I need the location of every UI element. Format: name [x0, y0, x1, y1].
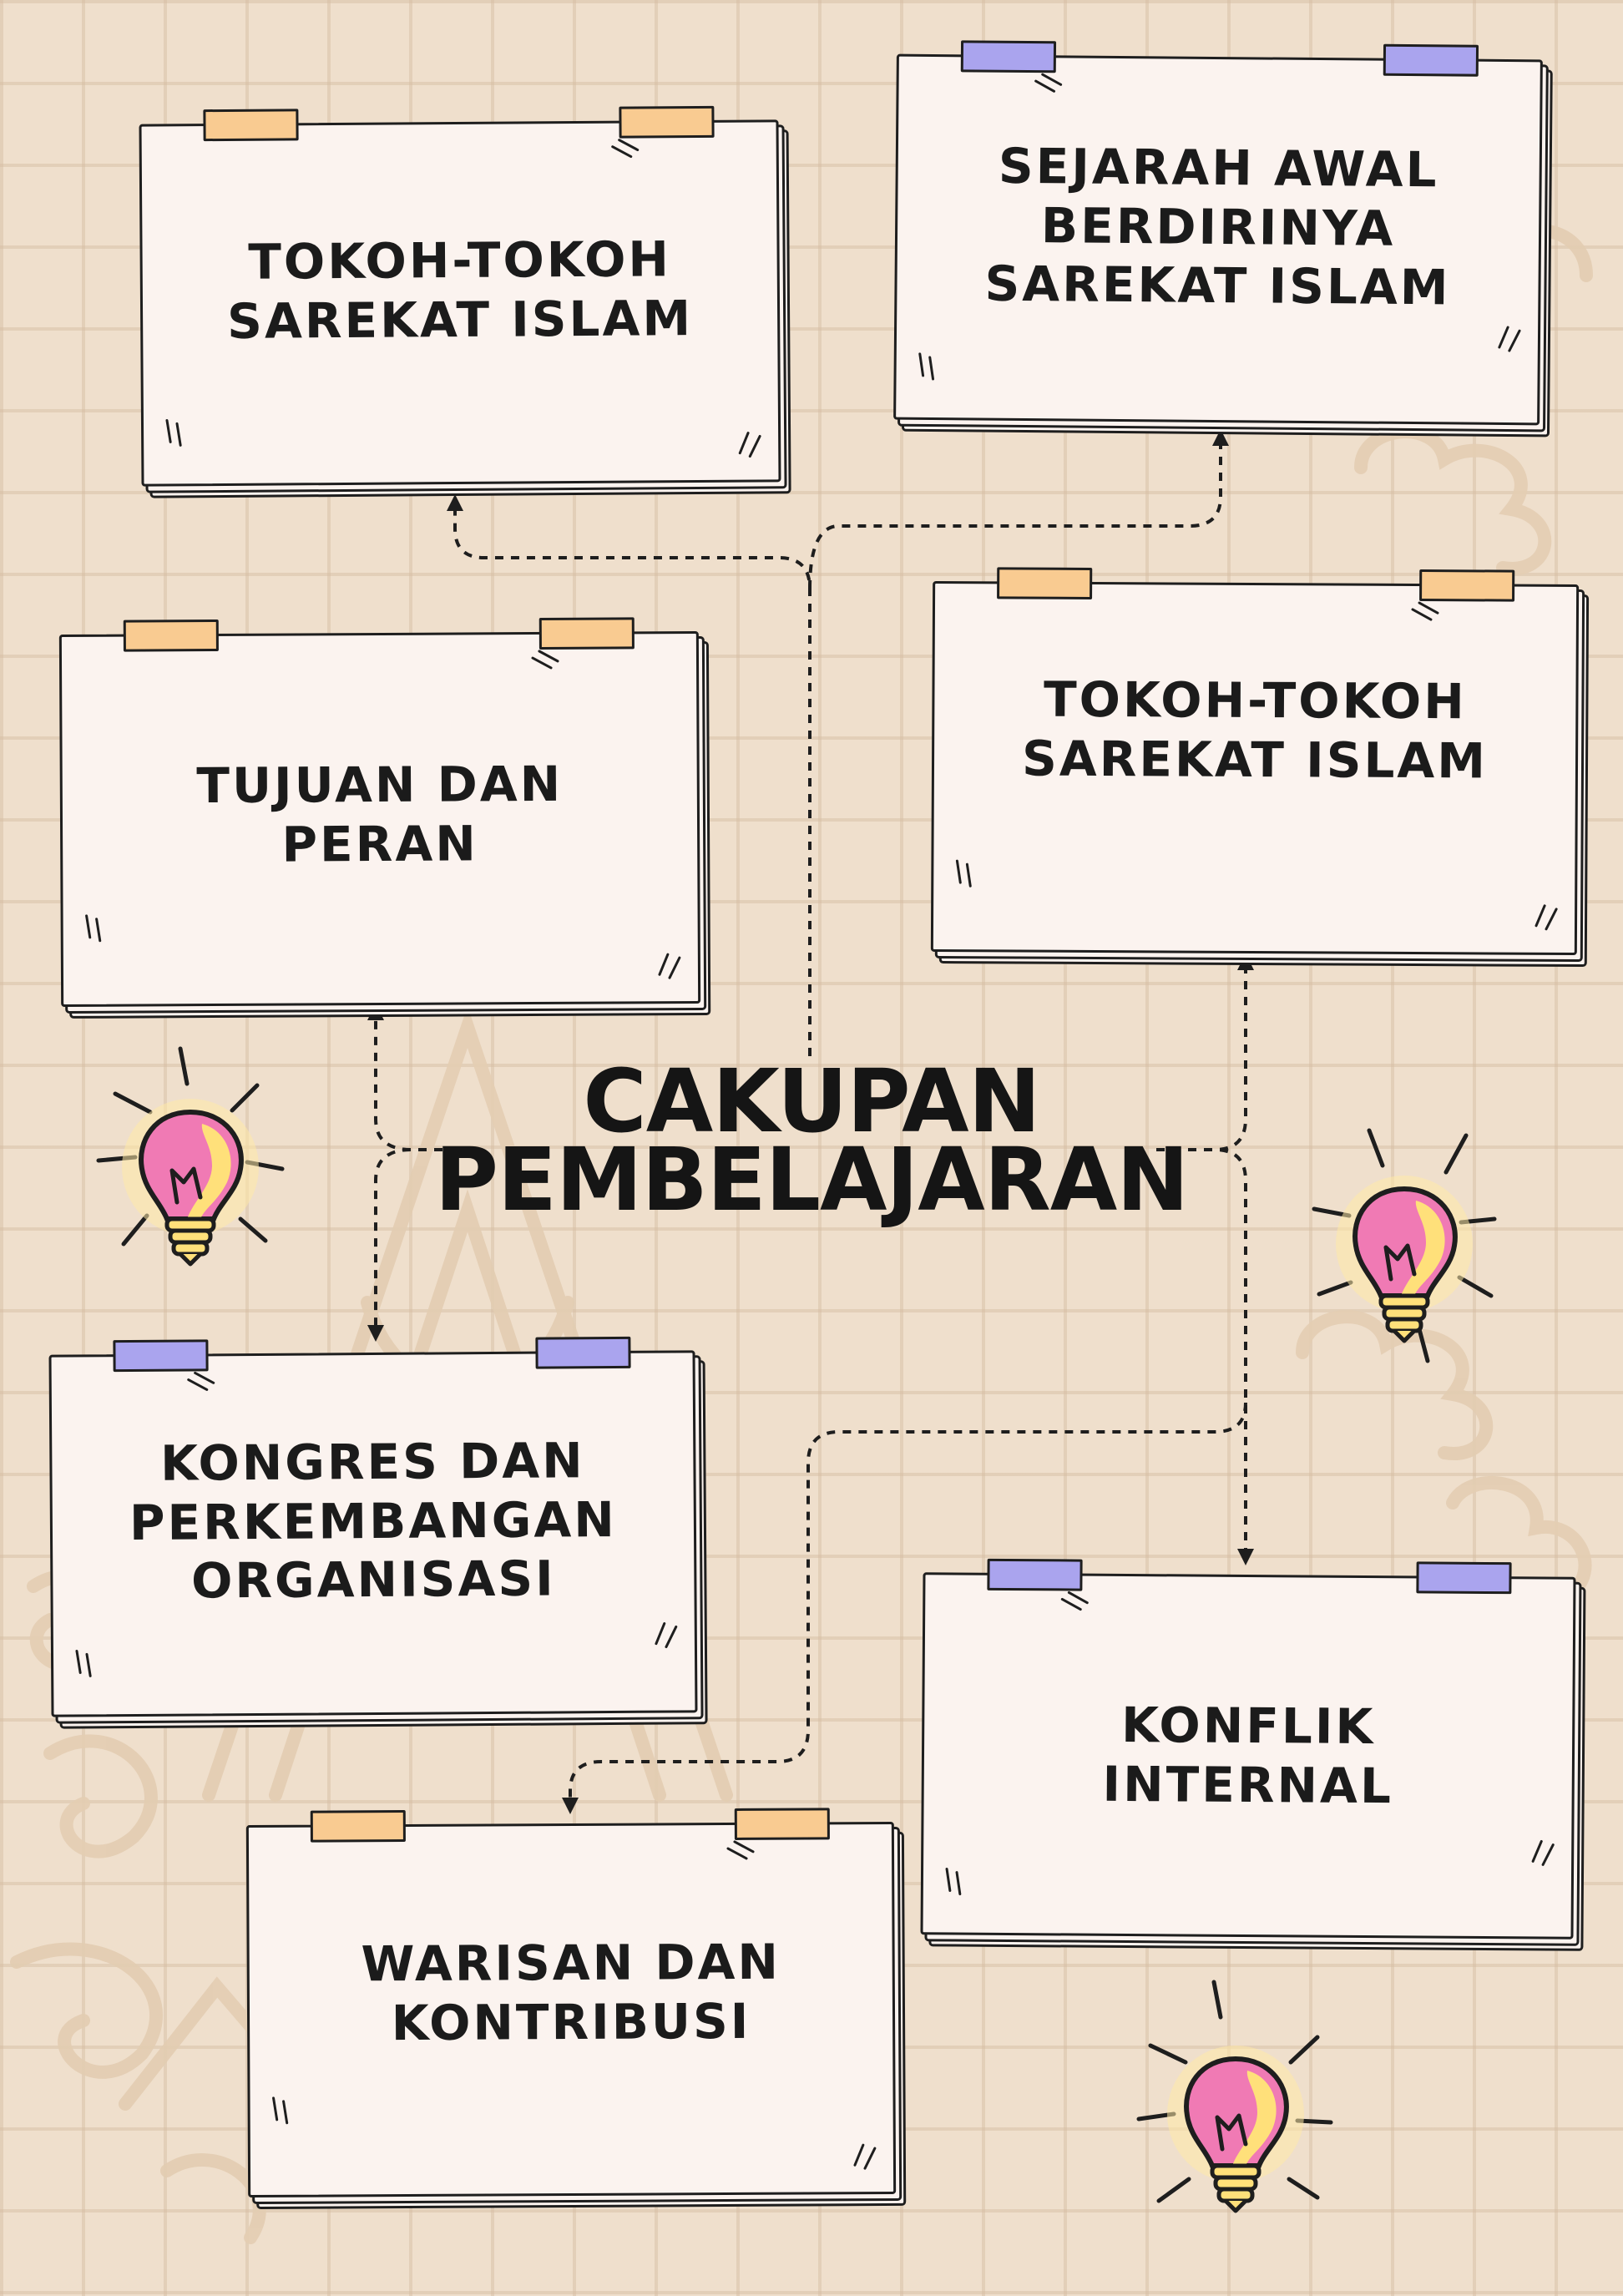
lightbulb-icon [1312, 1128, 1497, 1363]
tape-strip [203, 109, 299, 142]
tape-strip [1383, 43, 1479, 77]
scribble-mark [726, 1840, 755, 1860]
scribble-mark [1411, 601, 1439, 621]
card-kongres-dan-perkembangan: KONGRES DAN PERKEMBANGAN ORGANISASI [48, 1336, 698, 1717]
scribble-mark [1531, 1839, 1555, 1866]
card-title: SEJARAH AWAL BERDIRINYA SAREKAT ISLAM [984, 137, 1451, 316]
scribble-mark [655, 1622, 678, 1649]
card-title: KONGRES DAN PERKEMBANGAN ORGANISASI [129, 1432, 617, 1610]
scribble-mark [165, 418, 182, 447]
scribble-mark [531, 650, 559, 670]
tape-strip [535, 1336, 631, 1369]
connector-to-card-2 [808, 429, 1229, 589]
scribble-mark [1535, 904, 1558, 931]
tape-strip [538, 617, 635, 650]
card-tujuan-dan-peran: TUJUAN DAN PERAN [58, 617, 701, 1008]
scribble-mark [738, 432, 761, 458]
card-sejarah-awal: SEJARAH AWAL BERDIRINYA SAREKAT ISLAM [893, 40, 1543, 426]
card-title: TOKOH-TOKOH SAREKAT ISLAM [1021, 670, 1489, 790]
tape-strip [987, 1558, 1083, 1591]
tape-strip [123, 620, 219, 652]
tape-strip [960, 40, 1057, 73]
scribble-mark [187, 1371, 215, 1391]
scribble-mark [272, 2096, 289, 2125]
tape-strip [1419, 569, 1515, 602]
tape-strip [619, 105, 715, 139]
card-warisan-dan-kontribusi: WARISAN DAN KONTRIBUSI [245, 1808, 897, 2198]
card-title: WARISAN DAN KONTRIBUSI [361, 1933, 781, 2052]
scribble-mark [945, 1867, 962, 1896]
scribble-mark [1498, 326, 1521, 352]
scribble-mark [955, 859, 972, 888]
tape-strip [734, 1808, 830, 1840]
scribble-mark [853, 2143, 877, 2170]
connector-to-card-5 [367, 1148, 442, 1342]
scribble-mark [918, 352, 935, 381]
lightbulb-icon [1136, 1980, 1333, 2213]
connector-to-card-7 [562, 1402, 1247, 1814]
card-title: TUJUAN DAN PERAN [196, 756, 564, 873]
card-konflik-internal: KONFLIK INTERNAL [920, 1558, 1576, 1939]
center-title: CAKUPAN PEMBELAJARAN [434, 1050, 1190, 1231]
scribble-mark [85, 914, 102, 943]
scribble-mark [658, 953, 681, 979]
connector-to-card-6 [1156, 1148, 1254, 1565]
tape-strip [1416, 1561, 1512, 1595]
lightbulb-icon [96, 1046, 285, 1267]
scribble-mark [1034, 73, 1063, 93]
card-title: KONFLIK INTERNAL [1102, 1697, 1394, 1815]
scribble-mark [1060, 1591, 1089, 1611]
card-tokoh-tokoh-sarekat-islam-left: TOKOH-TOKOH SAREKAT ISLAM [139, 105, 781, 487]
scribble-mark [75, 1649, 92, 1677]
tape-strip [997, 567, 1093, 599]
tape-strip [113, 1339, 209, 1373]
scribble-mark [611, 139, 640, 159]
card-tokoh-tokoh-sarekat-islam-right: TOKOH-TOKOH SAREKAT ISLAM [930, 567, 1580, 956]
connector-to-card-1 [447, 494, 812, 1056]
tape-strip [310, 1810, 406, 1843]
card-title: TOKOH-TOKOH SAREKAT ISLAM [226, 230, 694, 350]
connector-to-card-4 [1156, 953, 1254, 1151]
